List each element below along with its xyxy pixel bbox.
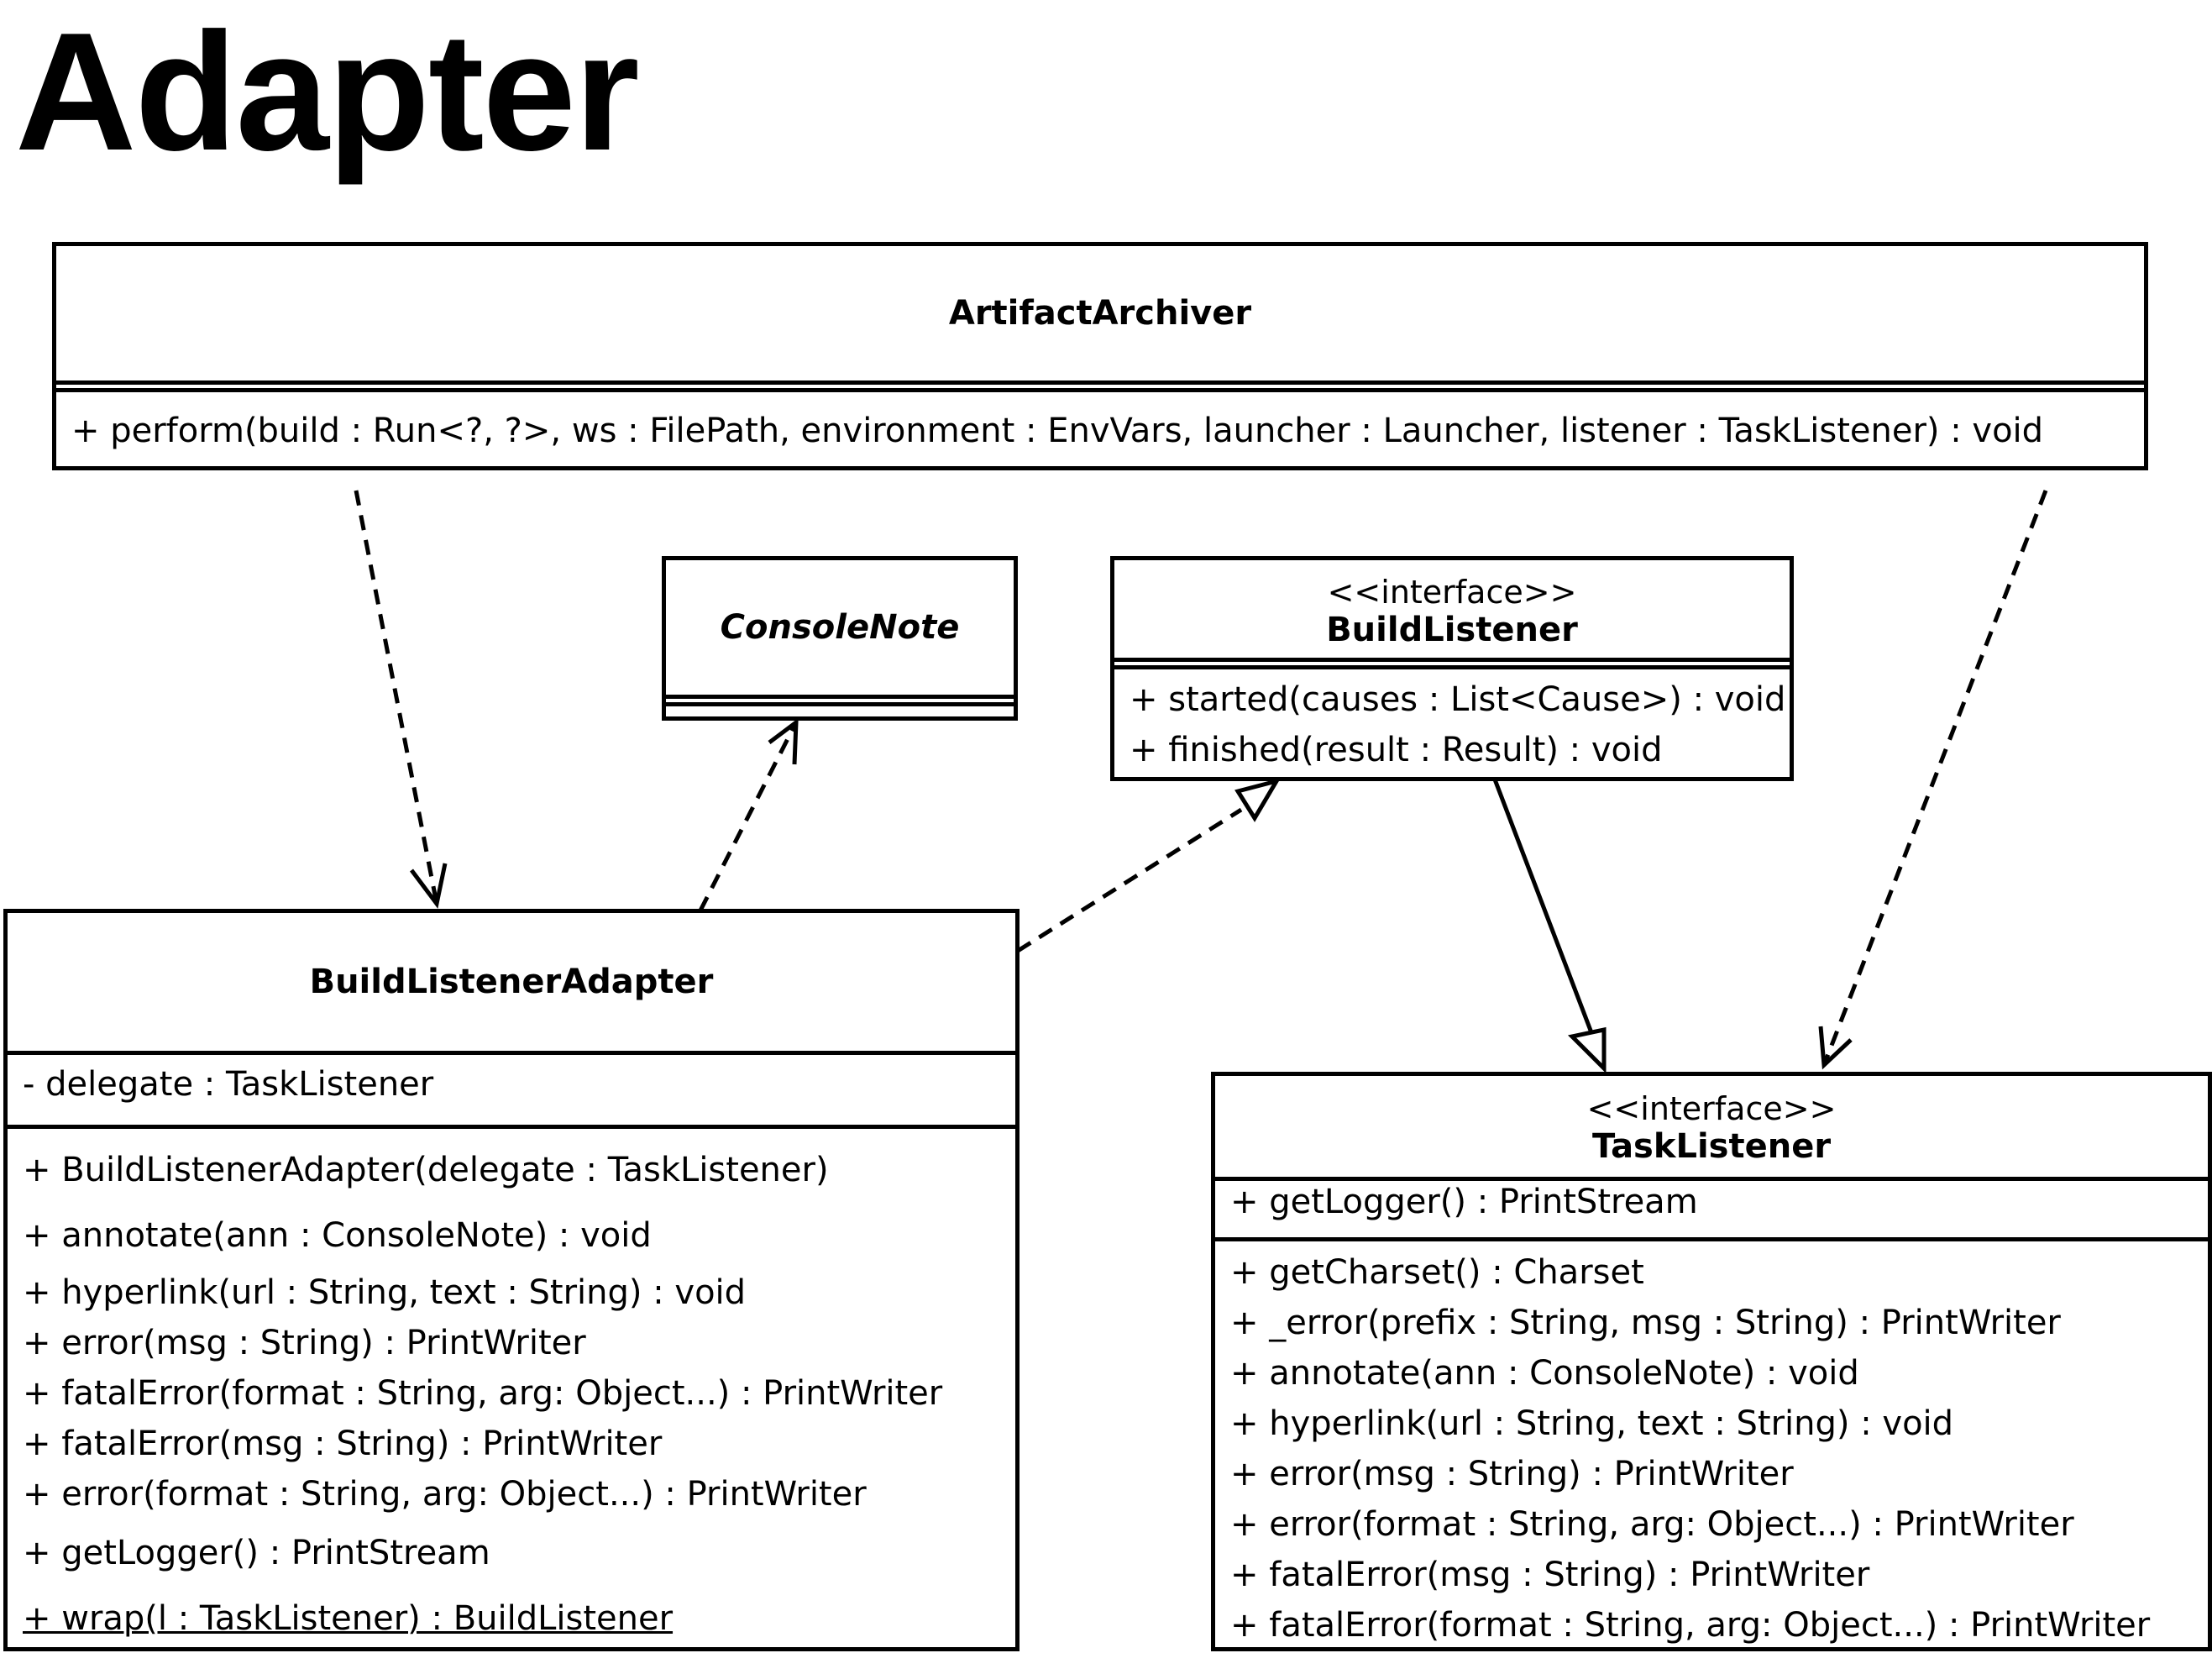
stereotype-label: <<interface>> xyxy=(1586,1090,1837,1127)
attribute-compartment xyxy=(56,380,2144,392)
operation-annotate: + annotate(ann : ConsoleNote) : void xyxy=(23,1216,652,1255)
operation-fatalerror-format: + fatalError(format : String, arg: Objec… xyxy=(23,1374,943,1413)
attribute-getlogger: + getLogger() : PrintStream xyxy=(1230,1183,1698,1221)
generalization-buildlistener-to-tasklistener xyxy=(1492,779,1607,1074)
class-header: <<interface>> BuildListener xyxy=(1114,565,1790,658)
class-header: BuildListenerAdapter xyxy=(8,913,1015,1051)
attribute-compartment xyxy=(1114,658,1790,669)
operation-getlogger: + getLogger() : PrintStream xyxy=(23,1534,490,1572)
operation-perform: + perform(build : Run<?, ?>, ws : FilePa… xyxy=(71,412,2044,450)
class-buildlisteneradapter: BuildListenerAdapter - delegate : TaskLi… xyxy=(3,909,1020,1651)
class-name: BuildListener xyxy=(1326,611,1578,649)
operation-hyperlink: + hyperlink(url : String, text : String)… xyxy=(1230,1404,1954,1443)
class-name: ConsoleNote xyxy=(720,608,960,647)
class-header: <<interface>> TaskListener xyxy=(1215,1079,2208,1177)
class-name: BuildListenerAdapter xyxy=(309,963,714,1001)
interface-tasklistener: <<interface>> TaskListener + getLogger()… xyxy=(1211,1072,2212,1651)
diagram-title: Adapter xyxy=(15,0,640,186)
stereotype-label: <<interface>> xyxy=(1327,574,1577,611)
class-name: TaskListener xyxy=(1591,1127,1832,1166)
class-consolenote: ConsoleNote xyxy=(662,556,1018,721)
operation-constructor: + BuildListenerAdapter(delegate : TaskLi… xyxy=(23,1151,829,1189)
attribute-delegate: - delegate : TaskListener xyxy=(23,1065,434,1104)
operation-error-format: + error(format : String, arg: Object...)… xyxy=(1230,1505,2074,1544)
operation-wrap-static: + wrap(l : TaskListener) : BuildListener xyxy=(23,1599,674,1638)
class-name: ArtifactArchiver xyxy=(948,294,1252,333)
operation-fatalerror-msg: + fatalError(msg : String) : PrintWriter xyxy=(23,1425,663,1463)
operation-error-format: + error(format : String, arg: Object...)… xyxy=(23,1475,867,1514)
interface-buildlistener: <<interface>> BuildListener + started(ca… xyxy=(1110,556,1794,781)
operation-error: + error(msg : String) : PrintWriter xyxy=(23,1324,586,1362)
operation-finished: + finished(result : Result) : void xyxy=(1130,731,1663,769)
operation-fatalerror-msg: + fatalError(msg : String) : PrintWriter xyxy=(1230,1556,1870,1594)
operation-started: + started(causes : List<Cause>) : void xyxy=(1130,680,1786,719)
class-header: ArtifactArchiver xyxy=(56,246,2144,380)
dependency-artifactarchiver-to-adapter xyxy=(354,490,448,909)
operation-error-prefix: + _error(prefix : String, msg : String) … xyxy=(1230,1304,2061,1342)
realization-adapter-to-buildlistener xyxy=(1016,778,1282,953)
operation-annotate: + annotate(ann : ConsoleNote) : void xyxy=(1230,1354,1859,1393)
class-artifactarchiver: ArtifactArchiver + perform(build : Run<?… xyxy=(52,242,2148,470)
class-header: ConsoleNote xyxy=(666,560,1014,695)
operation-fatalerror-format: + fatalError(format : String, arg: Objec… xyxy=(1230,1606,2151,1645)
operation-hyperlink: + hyperlink(url : String, text : String)… xyxy=(23,1273,747,1312)
operation-getcharset: + getCharset() : Charset xyxy=(1230,1253,1644,1292)
attribute-compartment xyxy=(666,695,1014,706)
dependency-adapter-to-consolenote xyxy=(698,717,799,912)
dependency-artifactarchiver-to-tasklistener xyxy=(1818,490,2048,1070)
operation-error: + error(msg : String) : PrintWriter xyxy=(1230,1455,1794,1493)
